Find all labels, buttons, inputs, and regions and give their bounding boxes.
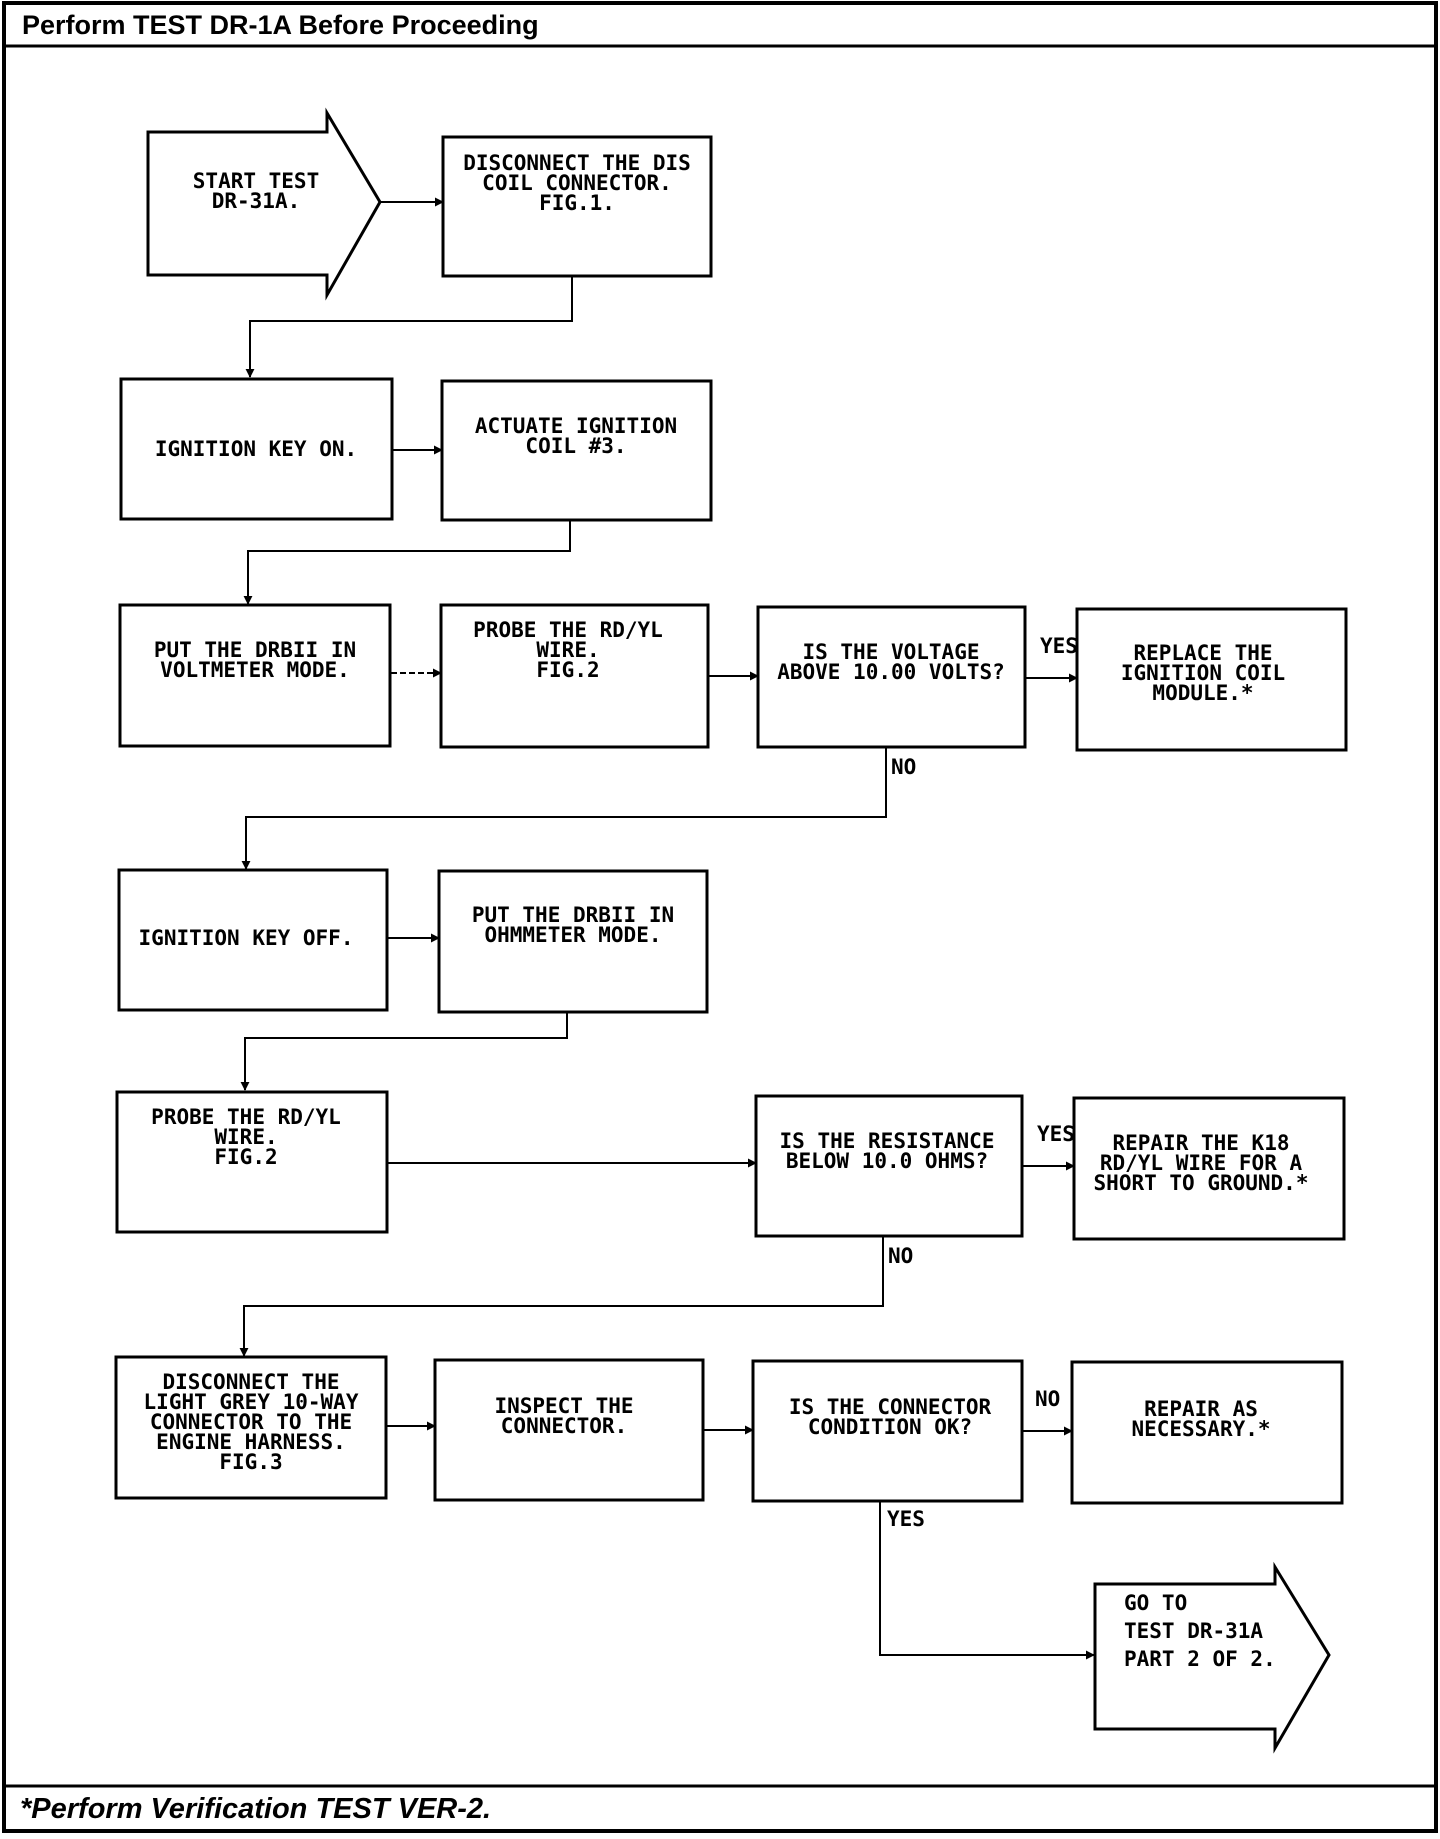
text-line: REPAIR THE K18 (1112, 1131, 1289, 1155)
yes-label-connector: YES (887, 1507, 925, 1531)
connector-question-box (751, 1359, 1024, 1503)
text-line: IS THE CONNECTOR (789, 1395, 992, 1419)
ohmmeter-mode-box (437, 869, 709, 1014)
text-line: INSPECT THE (494, 1394, 633, 1418)
text-line: ABOVE 10.00 VOLTS? (777, 660, 1005, 684)
probe-2-box (115, 1090, 389, 1234)
inspect-connector-box (433, 1358, 705, 1502)
text-line: DISCONNECT THE DIS (463, 151, 691, 175)
yes-label-voltage: YES (1040, 634, 1078, 658)
text-line: PUT THE DRBII IN (472, 903, 674, 927)
goto-test-shape (1093, 1561, 1331, 1754)
text-line: IS THE RESISTANCE (780, 1129, 995, 1153)
voltage-question-box (756, 605, 1027, 749)
text-line: GO TO (1124, 1591, 1187, 1615)
disconnect-grey-box (114, 1355, 388, 1500)
text-line: PUT THE DRBII IN (154, 638, 356, 662)
yes-label-resistance: YES (1037, 1122, 1075, 1146)
text-line: WIRE. (536, 638, 599, 662)
text-line: ACTUATE IGNITION (475, 414, 677, 438)
text-line: FIG.1. (539, 191, 615, 215)
actuate-coil-box (440, 379, 713, 522)
ignition-off-text: IGNITION KEY OFF. (139, 926, 354, 950)
text-line: ENGINE HARNESS. (156, 1430, 346, 1454)
text-line: REPLACE THE (1133, 641, 1272, 665)
text-line: IGNITION COIL (1121, 661, 1285, 685)
no-label-connector: NO (1035, 1387, 1060, 1411)
no-label-resistance: NO (888, 1244, 913, 1268)
text-line: DISCONNECT THE (162, 1370, 339, 1394)
connectors (239, 197, 1095, 1660)
start-test-shape (146, 107, 382, 301)
ignition-on-box (119, 377, 394, 521)
text-line: CONNECTOR. (501, 1414, 627, 1438)
text-line: OHMMETER MODE. (484, 923, 661, 947)
repair-k18-box (1072, 1096, 1346, 1241)
text-line: COIL #3. (525, 434, 626, 458)
probe-1-box (439, 603, 710, 749)
text-line: IGNITION KEY OFF. (139, 926, 354, 950)
text-line: CONNECTOR TO THE (150, 1410, 352, 1434)
resistance-question-box (754, 1094, 1024, 1238)
footer-text: *Perform Verification TEST VER-2. (20, 1793, 491, 1825)
text-line: REPAIR AS (1144, 1397, 1258, 1421)
text-line: VOLTMETER MODE. (160, 658, 350, 682)
text-line: IS THE VOLTAGE (802, 640, 979, 664)
text-line: PART 2 OF 2. (1124, 1647, 1276, 1671)
text-line: PROBE THE RD/YL (473, 618, 663, 642)
text-line: MODULE.* (1152, 681, 1253, 705)
text-line: FIG.2 (214, 1145, 277, 1169)
text-line: CONDITION OK? (808, 1415, 972, 1439)
text-line: TEST DR-31A (1124, 1619, 1263, 1643)
header-text: Perform TEST DR-1A Before Proceeding (22, 10, 539, 40)
no-label-voltage: NO (891, 755, 916, 779)
text-line: SHORT TO GROUND.* (1094, 1171, 1309, 1195)
replace-module-box (1075, 607, 1348, 752)
text-line: FIG.2 (536, 658, 599, 682)
text-line: RD/YL WIRE FOR A (1100, 1151, 1303, 1175)
disconnect-dis-box (441, 135, 713, 278)
text-line: WIRE. (214, 1125, 277, 1149)
goto-test-text: GO TO TEST DR-31A PART 2 OF 2. (1124, 1591, 1276, 1671)
text-line: BELOW 10.0 OHMS? (786, 1149, 988, 1173)
text-line: START TEST (193, 169, 319, 193)
text-line: COIL CONNECTOR. (482, 171, 672, 195)
ignition-off-box (117, 868, 389, 1012)
text-line: IGNITION KEY ON. (155, 437, 357, 461)
ignition-on-text: IGNITION KEY ON. (155, 437, 357, 461)
text-line: DR-31A. (212, 189, 301, 213)
text-line: FIG.3 (219, 1450, 282, 1474)
repair-necessary-box (1070, 1360, 1344, 1505)
text-line: NECESSARY.* (1131, 1417, 1270, 1441)
text-line: PROBE THE RD/YL (151, 1105, 341, 1129)
voltmeter-mode-box (118, 603, 392, 748)
text-line: LIGHT GREY 10-WAY (144, 1390, 359, 1414)
